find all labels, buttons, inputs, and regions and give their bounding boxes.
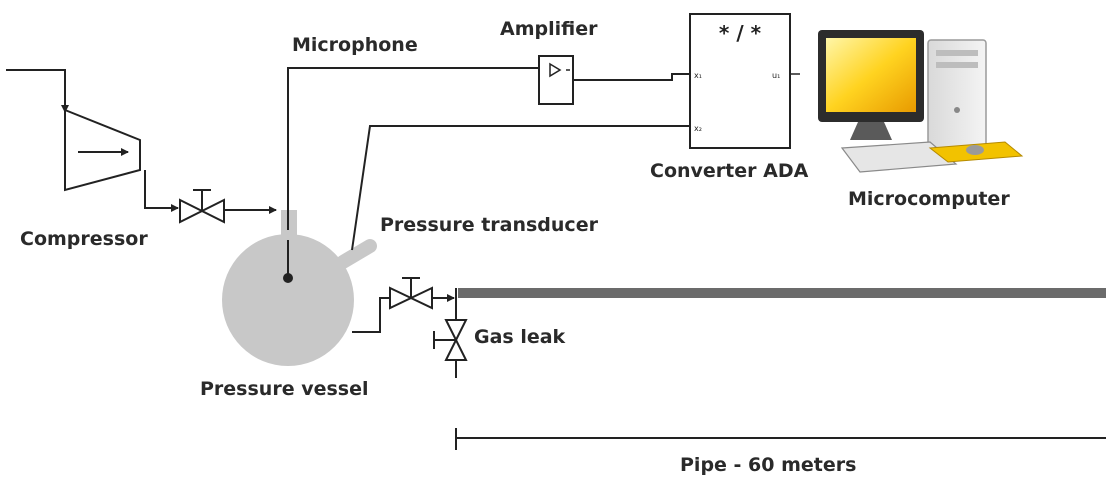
gas-leak-valve-icon (433, 319, 468, 361)
outlet-valve-icon (389, 277, 433, 310)
converter-port-in1: x₁ (694, 71, 702, 80)
microcomputer-label: Microcomputer (848, 188, 1010, 210)
compressor (64, 108, 141, 192)
computer-icon (818, 30, 1024, 173)
compressor-inlet-line (6, 69, 69, 113)
converter-title: * / * (719, 21, 762, 45)
vessel-outlet-line (352, 294, 455, 333)
inlet-valve-icon (179, 189, 225, 224)
transducer-signal-line (351, 125, 690, 251)
pressure-vessel (222, 210, 377, 366)
pressure-vessel-label: Pressure vessel (200, 378, 369, 400)
converter-port-out: u₁ (772, 71, 780, 80)
converter-port-in2: x₂ (694, 124, 702, 133)
compressor-outlet-line (144, 170, 277, 214)
pipe-label: Pipe - 60 meters (680, 454, 857, 476)
microphone-label: Microphone (292, 34, 418, 56)
converter-ada-label: Converter ADA (650, 160, 809, 182)
amplifier-triangle-icon (538, 55, 574, 105)
microphone-signal-line (287, 67, 538, 230)
pipe (458, 288, 1106, 298)
amplifier-label: Amplifier (500, 18, 598, 40)
pressure-transducer-label: Pressure transducer (380, 214, 598, 236)
converter-ada-box: * / * x₁ x₂ u₁ (689, 13, 800, 149)
gas-leak-label: Gas leak (474, 326, 566, 348)
amplifier-output-line (573, 73, 690, 81)
pipe-length-dimension (455, 428, 1106, 450)
compressor-label: Compressor (20, 228, 148, 250)
